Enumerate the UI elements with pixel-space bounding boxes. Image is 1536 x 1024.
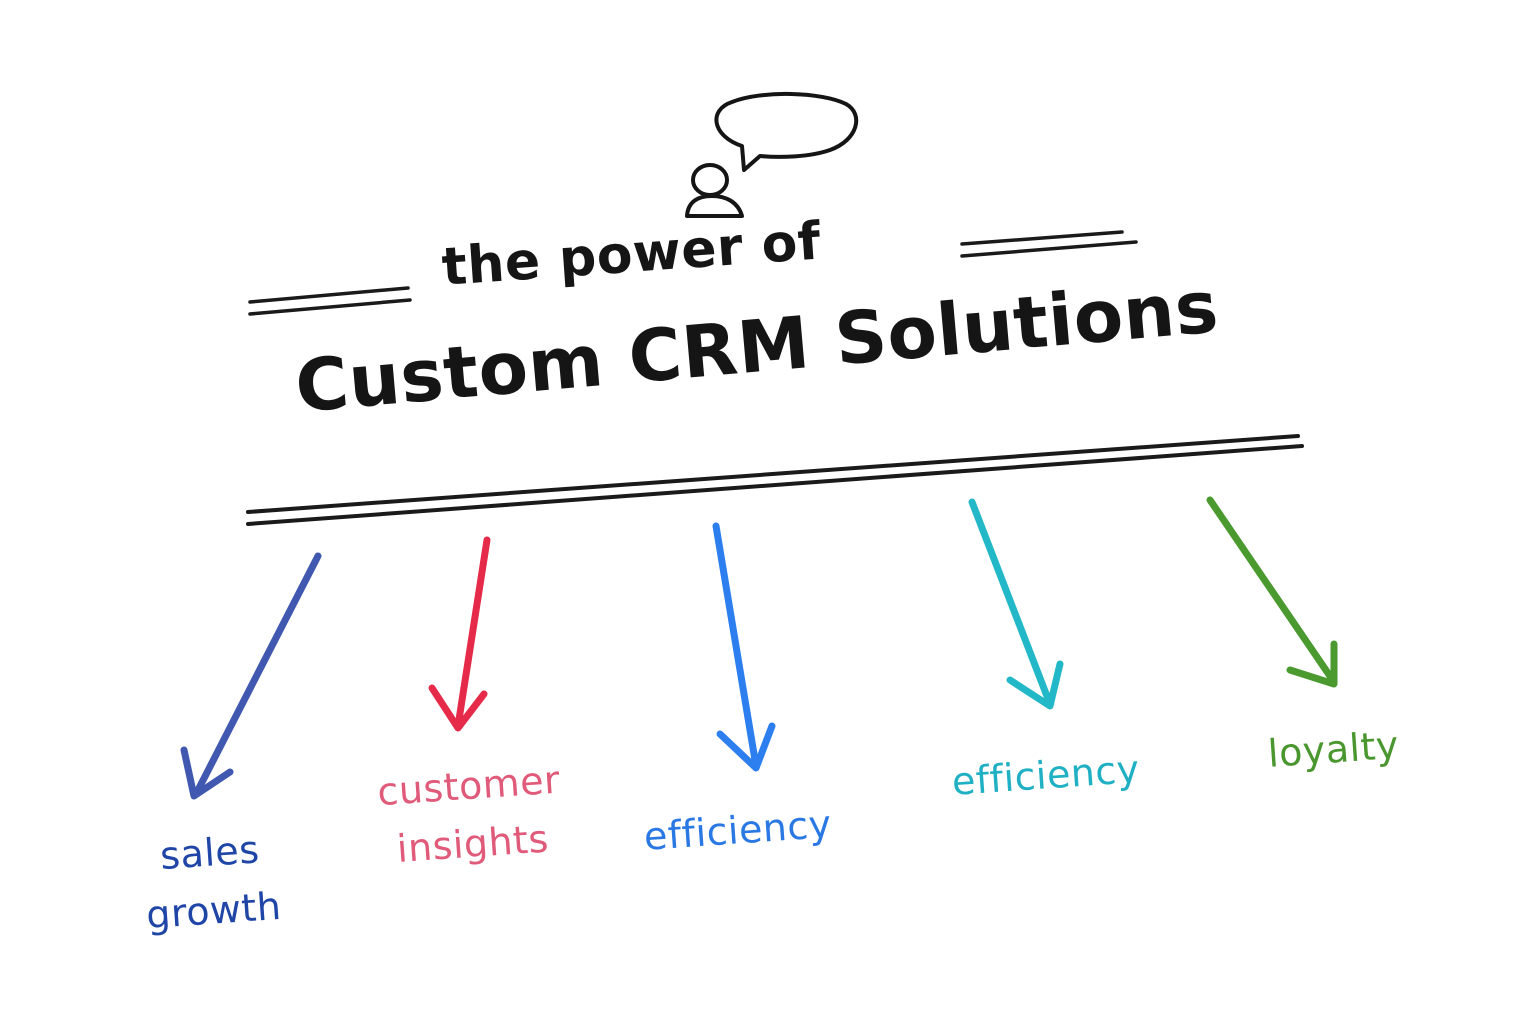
person-icon: [685, 163, 744, 218]
subtitle-right-rule: [960, 230, 1138, 258]
arrow-efficiency-teal: [968, 498, 1064, 710]
arrow-loyalty: [1206, 496, 1338, 688]
arrow-customer-insights: [428, 536, 491, 732]
subtitle-left-rule: [248, 286, 412, 316]
title-underline: [246, 434, 1304, 526]
arrow-sales-growth: [180, 552, 322, 800]
branch-label-sales-growth: sales growth: [118, 817, 306, 945]
branch-label-loyalty: loyalty: [1266, 716, 1401, 783]
branch-label-customer-insights: customer insights: [352, 749, 590, 881]
speech-bubble-icon: [714, 91, 859, 172]
branch-label-line: loyalty: [1266, 722, 1401, 776]
arrow-efficiency-blue: [712, 522, 776, 772]
